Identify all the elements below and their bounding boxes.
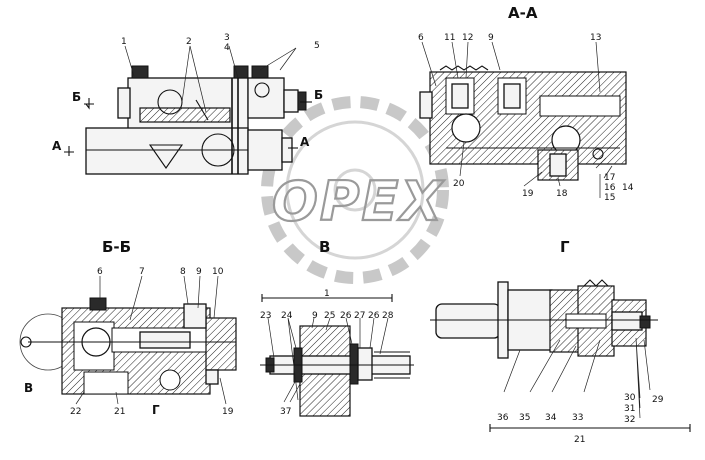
callout-bb-10: 10 xyxy=(212,267,224,277)
callout-aa-20: 20 xyxy=(453,179,465,189)
callout-bb-9: 9 xyxy=(196,267,202,277)
section-aa-leaders xyxy=(421,41,613,187)
callout-g-35: 35 xyxy=(519,413,530,423)
callout-g-21: 21 xyxy=(574,435,585,445)
callout-g-29: 29 xyxy=(652,395,664,405)
view-mark-v: В xyxy=(24,381,33,395)
section-bb-drawing xyxy=(19,297,237,395)
main-view-leaders xyxy=(124,45,297,113)
cut-arrow-a-left xyxy=(64,146,74,156)
callout-v-23: 23 xyxy=(260,311,271,321)
view-g-leaders xyxy=(503,337,651,419)
callout-aa-19: 19 xyxy=(522,189,534,199)
cut-arrow-b-left xyxy=(84,98,94,110)
callout-v-26b: 26 xyxy=(368,311,380,321)
callout-aa-15: 15 xyxy=(604,193,615,203)
callout-g-36: 36 xyxy=(497,413,509,423)
callout-aa-12: 12 xyxy=(462,33,473,43)
callout-4: 4 xyxy=(224,43,230,53)
callout-v-24: 24 xyxy=(281,311,293,321)
callout-g-30: 30 xyxy=(624,393,636,403)
callout-aa-18: 18 xyxy=(556,189,568,199)
callout-v-25: 25 xyxy=(324,311,335,321)
callout-g-33: 33 xyxy=(572,413,583,423)
callout-5: 5 xyxy=(314,41,320,51)
watermark-text: OPEX xyxy=(272,170,444,233)
view-v-drawing xyxy=(260,294,414,417)
cut-mark-a-right: А xyxy=(300,135,310,149)
section-title-g: Г xyxy=(560,238,570,256)
callout-1: 1 xyxy=(121,37,127,47)
callout-aa-11: 11 xyxy=(444,33,455,43)
callout-aa-17: 17 xyxy=(604,173,615,183)
callout-3: 3 xyxy=(224,33,230,43)
callout-v-27: 27 xyxy=(354,311,365,321)
callout-bb-7: 7 xyxy=(139,267,145,277)
callout-g-31: 31 xyxy=(624,404,635,414)
section-title-v: В xyxy=(319,238,330,256)
callout-v-37: 37 xyxy=(280,407,291,417)
callout-aa-13: 13 xyxy=(590,33,601,43)
view-mark-g: Г xyxy=(152,403,160,417)
main-view xyxy=(85,65,307,175)
cut-mark-b-right: Б xyxy=(314,88,323,102)
cut-mark-a-left: А xyxy=(52,139,62,153)
section-title-bb: Б-Б xyxy=(102,238,131,256)
callout-g-32: 32 xyxy=(624,415,635,425)
callout-bb-21: 21 xyxy=(114,407,125,417)
callout-v-26a: 26 xyxy=(340,311,352,321)
view-g-drawing xyxy=(430,279,658,359)
callout-2: 2 xyxy=(186,37,192,47)
callout-bb-8: 8 xyxy=(180,267,186,277)
callout-g-34: 34 xyxy=(545,413,557,423)
callout-aa-6: 6 xyxy=(418,33,424,43)
callout-aa-14: 14 xyxy=(622,183,634,193)
callout-aa-9: 9 xyxy=(488,33,494,43)
section-bb-leaders xyxy=(75,275,227,405)
callout-v-1: 1 xyxy=(324,289,330,299)
cut-mark-b-left: Б xyxy=(72,90,81,104)
callout-aa-16: 16 xyxy=(604,183,616,193)
callout-bb-22: 22 xyxy=(70,407,81,417)
callout-v-9: 9 xyxy=(312,311,318,321)
watermark-gear xyxy=(261,96,449,284)
section-title-aa: А-А xyxy=(508,4,538,22)
callout-bb-6: 6 xyxy=(97,267,103,277)
callout-v-28: 28 xyxy=(382,311,394,321)
callout-bb-19: 19 xyxy=(222,407,234,417)
section-aa-drawing xyxy=(419,65,627,181)
view-v-leaders xyxy=(267,317,389,403)
